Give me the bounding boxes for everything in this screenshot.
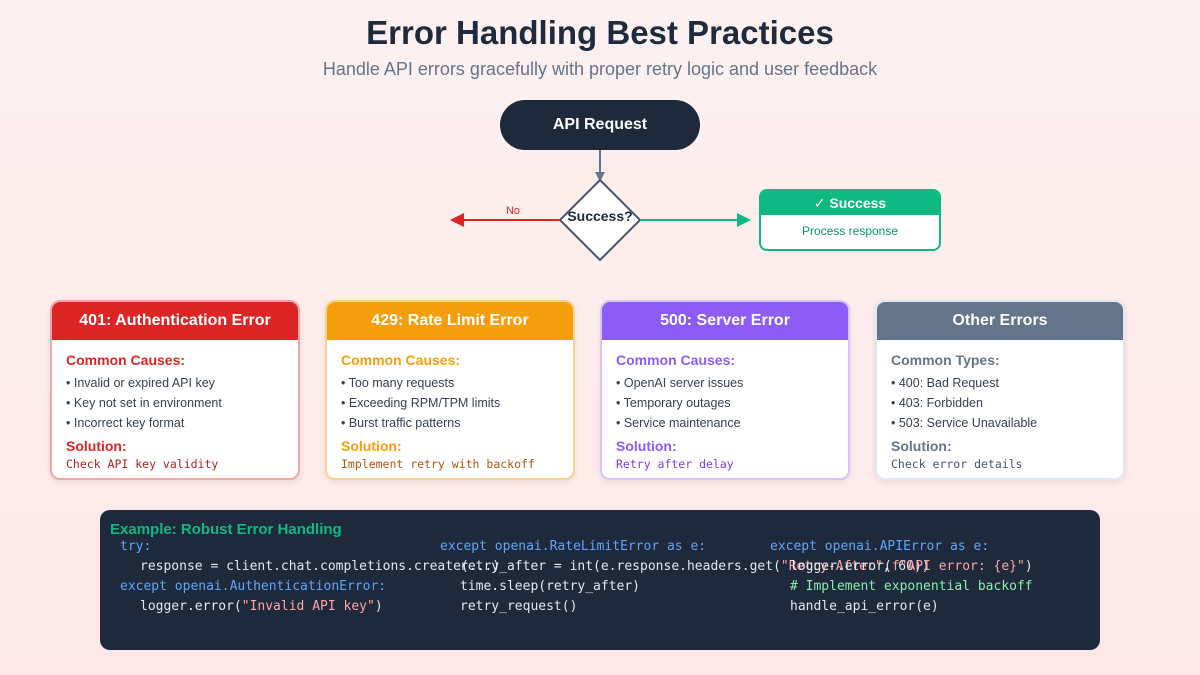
card-item: • Temporary outages [616, 396, 731, 410]
code-example-panel: Example: Robust Error Handling try: resp… [100, 510, 1100, 650]
code-line: time.sleep(retry_after) [460, 579, 641, 594]
card-item: • Invalid or expired API key [66, 376, 215, 390]
card-title: Other Errors [877, 302, 1123, 340]
success-title: ✓ Success [761, 191, 939, 215]
code-token: , 60)) [882, 559, 930, 574]
card-item: • OpenAI server issues [616, 376, 744, 390]
card-item: • Exceeding RPM/TPM limits [341, 396, 501, 410]
card-429-rate-limit-error: 429: Rate Limit Error Common Causes: • T… [325, 300, 575, 480]
card-solution-text: Check API key validity [66, 457, 219, 471]
card-item: • 503: Service Unavailable [891, 416, 1038, 430]
card-section-title: Common Causes: [66, 352, 186, 368]
card-title: 500: Server Error [602, 302, 848, 340]
code-token: openai.APIError as e: [824, 539, 990, 554]
code-line: logger.error("Invalid API key") [140, 599, 383, 615]
code-line: logger.error(f"API error: {e}") [790, 559, 1033, 575]
code-comment: # Implement exponential backoff [790, 579, 1033, 594]
card-solution-text: Retry after delay [616, 457, 734, 471]
code-token: logger.error( [790, 559, 892, 574]
code-token: logger.error( [140, 599, 242, 614]
code-token: except [440, 539, 487, 554]
code-title: Example: Robust Error Handling [110, 521, 342, 538]
code-token: except [770, 539, 817, 554]
card-401-auth-error: 401: Authentication Error Common Causes:… [50, 300, 300, 480]
decision-label: Success? [567, 208, 633, 224]
code-line: except openai.APIError as e: [770, 539, 989, 555]
card-title: 401: Authentication Error [52, 302, 298, 340]
code-token: openai.RateLimitError as e: [494, 539, 707, 554]
code-line: except openai.AuthenticationError: [120, 579, 386, 595]
code-token: f"API error: {e}" [891, 559, 1025, 574]
card-500-server-error: 500: Server Error Common Causes: • OpenA… [600, 300, 850, 480]
code-line: retry_request() [460, 599, 578, 614]
code-token: "Invalid API key" [241, 599, 375, 614]
code-line: except openai.RateLimitError as e: [440, 539, 706, 555]
card-section-title: Common Types: [891, 352, 1000, 368]
flow-connectors [450, 150, 751, 262]
card-solution-title: Solution: [341, 438, 402, 454]
code-line: retry_after = int(e.response.headers.get… [460, 559, 930, 575]
card-item: • Burst traffic patterns [341, 416, 461, 430]
no-branch-label: No [505, 205, 521, 217]
code-line: handle_api_error(e) [790, 599, 939, 614]
page-subtitle: Handle API errors gracefully with proper… [322, 59, 878, 79]
success-node: ✓ Success Process response [759, 189, 941, 251]
card-solution-text: Implement retry with backoff [341, 457, 535, 471]
code-line: try: [120, 539, 152, 554]
page-title: Error Handling Best Practices [366, 14, 834, 51]
card-section-title: Common Causes: [341, 352, 461, 368]
card-solution-text: Check error details [891, 457, 1023, 471]
card-item: • Service maintenance [616, 416, 741, 430]
card-item: • 403: Forbidden [891, 396, 983, 410]
code-token: ) [374, 599, 383, 614]
code-token: "Retry-After" [780, 559, 883, 574]
card-section-title: Common Causes: [616, 352, 736, 368]
code-token: ) [1024, 559, 1033, 574]
card-item: • Incorrect key format [66, 416, 185, 430]
decision-diamond [558, 178, 642, 262]
card-solution-title: Solution: [891, 438, 952, 454]
code-token: openai.AuthenticationError: [174, 579, 387, 594]
card-item: • 400: Bad Request [891, 376, 999, 390]
code-line: response = client.chat.completions.creat… [140, 559, 501, 574]
code-token: except [120, 579, 167, 594]
card-item: • Key not set in environment [66, 396, 222, 410]
card-solution-title: Solution: [616, 438, 677, 454]
card-title: 429: Rate Limit Error [327, 302, 573, 340]
code-token: retry_after = int(e.response.headers.get… [460, 559, 781, 574]
card-item: • Too many requests [341, 376, 455, 390]
api-request-node: API Request [500, 100, 700, 150]
card-solution-title: Solution: [66, 438, 127, 454]
success-text: Process response [801, 224, 899, 238]
card-other-errors: Other Errors Common Types: • 400: Bad Re… [875, 300, 1125, 480]
